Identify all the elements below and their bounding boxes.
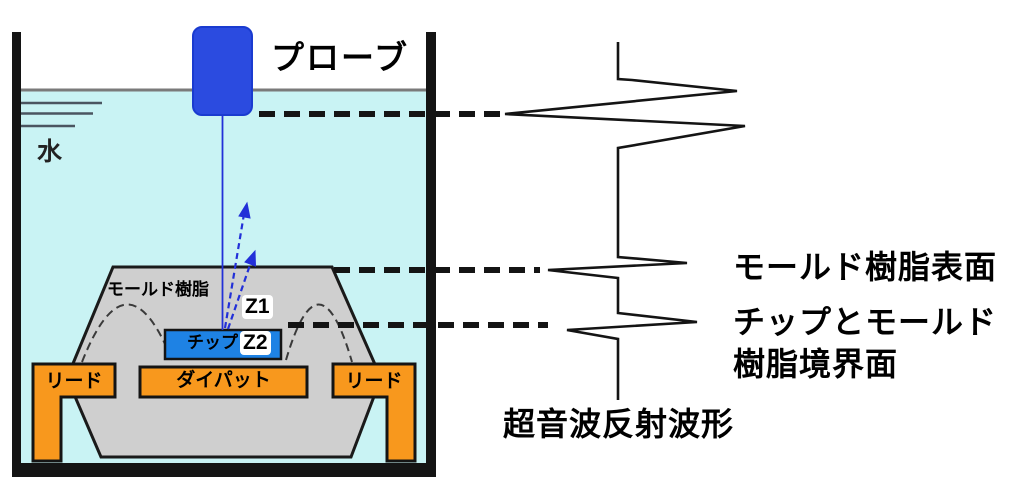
lead-right-label: リード: [345, 371, 403, 392]
water-label: 水: [37, 138, 63, 166]
lead-left-label: リード: [45, 371, 103, 392]
bond-wire-arcs: [81, 303, 353, 363]
chip-interface-annotation-line2: 樹脂境界面: [733, 346, 899, 382]
chip-interface-annotation-line1: チップとモールド: [733, 304, 998, 340]
chip-label: チップ: [187, 333, 238, 352]
mold-resin-label: モールド樹脂: [107, 280, 209, 299]
lead-left: [31, 362, 117, 463]
reflection-arrow-short: [226, 261, 253, 330]
z1-impedance-label: Z1: [242, 295, 273, 319]
arrowhead-short-icon: [244, 249, 257, 267]
tank-wall-left: [12, 32, 21, 477]
probe-label: プローブ: [271, 39, 410, 76]
reflection-arrows: [223, 201, 257, 330]
probe-transducer: [192, 26, 253, 116]
echo-reference-lines: [259, 111, 548, 328]
die-pad-label: ダイパット: [176, 370, 271, 391]
tank-walls: [12, 32, 436, 477]
arrowhead-long-icon: [238, 201, 251, 219]
waveform-caption: 超音波反射波形: [503, 406, 735, 442]
tank-wall-right: [426, 32, 436, 477]
lead-right: [331, 362, 417, 463]
echo-waveform: [504, 42, 746, 400]
z2-impedance-label: Z2: [240, 331, 271, 355]
mold-surface-annotation: モールド樹脂表面: [733, 249, 998, 285]
tank-bottom: [12, 463, 436, 477]
water-hatch-marks: [19, 101, 102, 128]
bond-wire-right-icon: [285, 303, 353, 363]
die-pad: [138, 365, 309, 399]
